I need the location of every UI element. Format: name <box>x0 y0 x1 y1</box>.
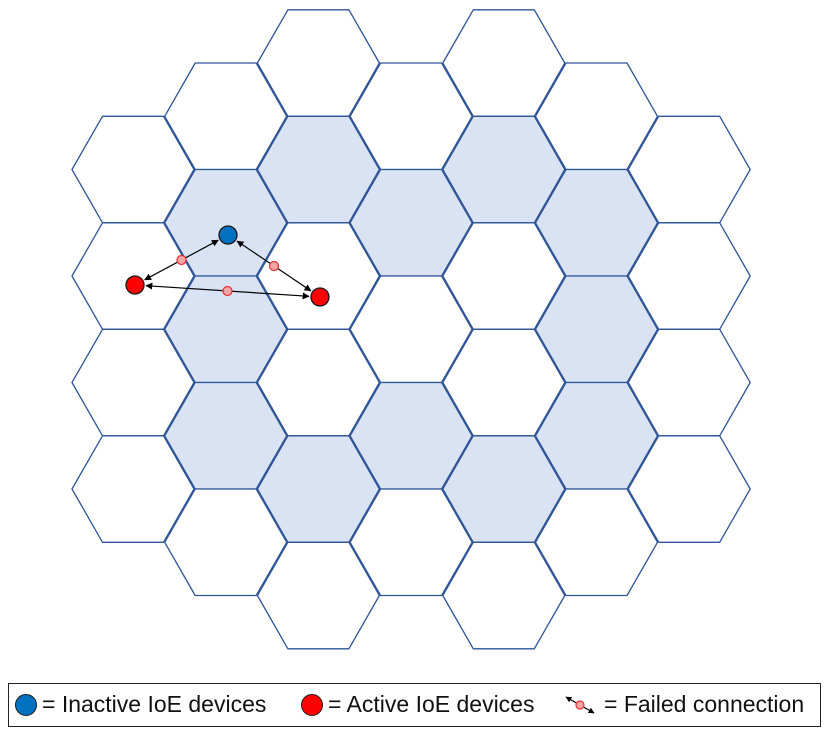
active-device-swatch-icon <box>301 693 323 716</box>
failed-connection-icon <box>565 695 595 714</box>
legend-failed: = Failed connection <box>562 684 804 725</box>
hex-cell <box>442 541 566 650</box>
hex-cell <box>256 541 381 650</box>
failed-connection-marker <box>222 285 233 297</box>
failed-connection-marker <box>268 260 280 272</box>
legend-box: = Inactive IoE devices = Active IoE devi… <box>8 683 821 727</box>
legend-active: = Active IoE devices <box>301 684 534 725</box>
connection-links <box>144 239 312 300</box>
failed-connection-marker <box>176 254 187 266</box>
devices <box>125 225 330 307</box>
hex-cell <box>164 488 288 597</box>
hex-cell <box>534 488 659 597</box>
legend-failed-label: = Failed connection <box>604 691 805 717</box>
hex-cell <box>349 488 473 597</box>
inactive-device <box>218 225 238 245</box>
legend-inactive: = Inactive IoE devices <box>15 684 266 725</box>
legend-inactive-label: = Inactive IoE devices <box>42 691 267 717</box>
hexagonal-cell-network-diagram <box>71 9 751 650</box>
hex-cell <box>71 435 195 543</box>
hex-cell <box>627 435 751 543</box>
legend-active-label: = Active IoE devices <box>328 691 535 717</box>
active-device <box>310 287 330 307</box>
hex-grid <box>71 9 751 650</box>
inactive-device-swatch-icon <box>15 693 37 716</box>
active-device <box>125 275 145 295</box>
